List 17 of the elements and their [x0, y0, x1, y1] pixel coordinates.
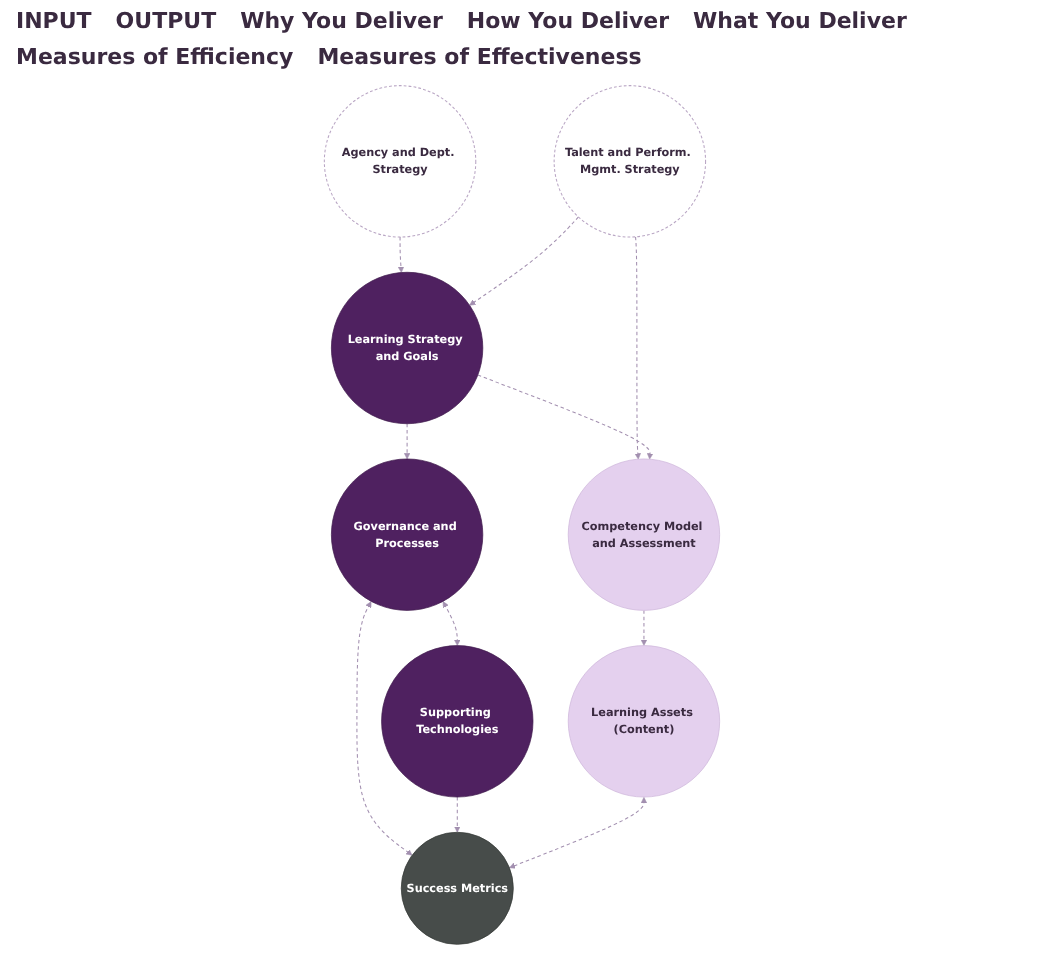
diagram-label: OUTPUT	[115, 8, 217, 36]
diagram-label: Measures of Effectiveness	[317, 44, 642, 72]
arrow	[404, 423, 411, 460]
diagram-label: INPUT	[16, 8, 92, 36]
diagram-label: Measures of Efficiency	[16, 44, 294, 72]
arrow	[640, 609, 648, 646]
arrow	[442, 601, 461, 646]
diagram-label: What You Deliver	[693, 8, 907, 36]
arrow	[469, 216, 579, 306]
arrow	[454, 796, 461, 833]
arrow	[356, 601, 413, 856]
arrow	[477, 374, 654, 460]
arrow	[634, 236, 641, 460]
diagram-label: How You Deliver	[466, 8, 670, 36]
arrow	[397, 236, 405, 273]
arrow	[509, 797, 648, 869]
diagram-label: Why You Deliver	[240, 8, 443, 36]
